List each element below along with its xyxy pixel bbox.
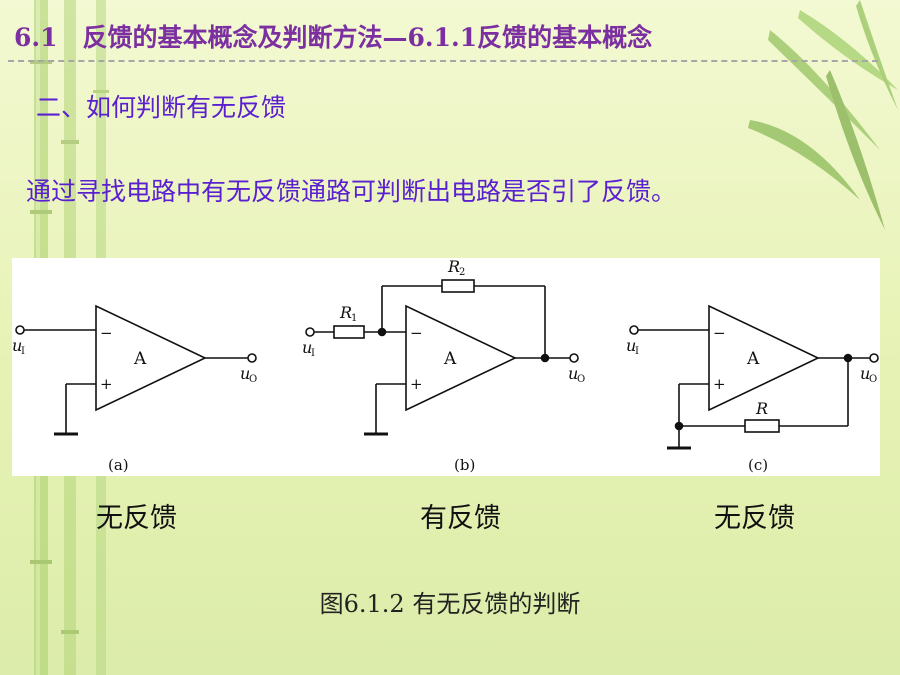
plus-sign-c: + <box>713 375 726 393</box>
resistor-r1 <box>333 325 365 339</box>
circuit-a: A − + u I u O (a) <box>12 304 257 474</box>
input-terminal-b <box>305 327 315 337</box>
node-output-b <box>540 353 550 363</box>
input-terminal-a <box>15 325 25 335</box>
tag-c: (c) <box>748 456 768 474</box>
input-terminal-c <box>629 325 639 335</box>
amplifier-c <box>708 304 820 412</box>
title-divider <box>8 60 878 62</box>
resistor-r <box>744 419 780 433</box>
output-subscript-b: O <box>577 374 585 385</box>
circuit-c: A − + R u I u O (c) <box>626 304 879 474</box>
circuit-figure: A − + u I u O (a) <box>12 258 880 476</box>
input-label-c: u <box>626 336 636 355</box>
amp-label-c: A <box>746 349 760 369</box>
resistor-r2 <box>441 279 475 293</box>
output-subscript-c: O <box>869 374 877 385</box>
r2-subscript: 2 <box>459 267 465 278</box>
minus-sign-a: − <box>100 324 113 342</box>
figure-caption: 图6.1.2 有无反馈的判断 <box>319 590 581 618</box>
tag-b: (b) <box>454 456 475 474</box>
circuit-diagrams: A − + u I u O (a) <box>12 258 879 474</box>
input-subscript-c: I <box>635 346 639 357</box>
output-terminal-c <box>869 353 879 363</box>
minus-sign-c: − <box>713 324 726 342</box>
section-heading: 二、如何判断有无反馈 <box>36 93 287 122</box>
circuit-b: A − + R 1 R 2 u I u O (b) <box>302 258 585 474</box>
verdict-c: 无反馈 <box>714 503 795 534</box>
amp-label-a: A <box>133 349 147 369</box>
input-label-a: u <box>12 336 22 355</box>
r-label: R <box>755 399 768 418</box>
output-label-a: u <box>240 364 250 383</box>
plus-sign-b: + <box>410 375 423 393</box>
r2-label: R <box>447 258 460 276</box>
output-label-b: u <box>568 364 578 383</box>
amplifier-b <box>405 304 517 412</box>
output-terminal-b <box>569 353 579 363</box>
node-output-c <box>843 353 853 363</box>
output-subscript-a: O <box>249 374 257 385</box>
amplifier-a <box>95 304 207 412</box>
r1-subscript: 1 <box>351 313 357 324</box>
slide-title: 6.1 反馈的基本概念及判断方法—6.1.1反馈的基本概念 <box>14 23 653 52</box>
input-subscript-b: I <box>311 348 315 359</box>
verdict-a: 无反馈 <box>96 503 177 534</box>
r1-label: R <box>339 303 352 322</box>
minus-sign-b: − <box>410 324 423 342</box>
input-subscript-a: I <box>21 346 25 357</box>
plus-sign-a: + <box>100 375 113 393</box>
amp-label-b: A <box>443 349 457 369</box>
input-label-b: u <box>302 338 312 357</box>
tag-a: (a) <box>108 456 129 474</box>
output-label-c: u <box>860 364 870 383</box>
output-terminal-a <box>247 353 257 363</box>
body-statement: 通过寻找电路中有无反馈通路可判断出电路是否引了反馈。 <box>26 177 677 206</box>
verdict-b: 有反馈 <box>420 503 501 534</box>
